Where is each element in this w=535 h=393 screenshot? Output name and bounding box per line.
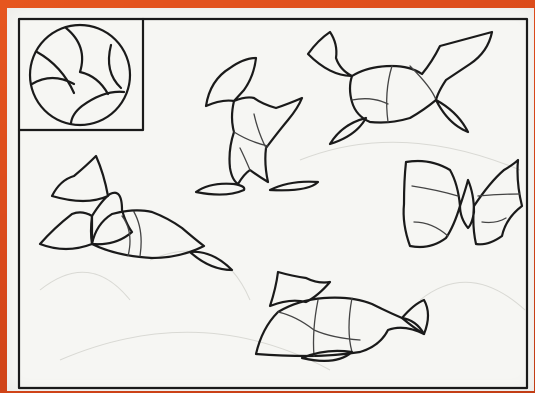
- sitting-cat: [40, 156, 232, 270]
- leaping-bird: [308, 32, 492, 144]
- butterfly: [404, 160, 522, 247]
- circle-key: [30, 25, 130, 125]
- swimming-bird: [256, 272, 428, 361]
- key-box: [19, 19, 143, 130]
- rearing-creature: [196, 58, 318, 195]
- outer-border: [19, 19, 527, 388]
